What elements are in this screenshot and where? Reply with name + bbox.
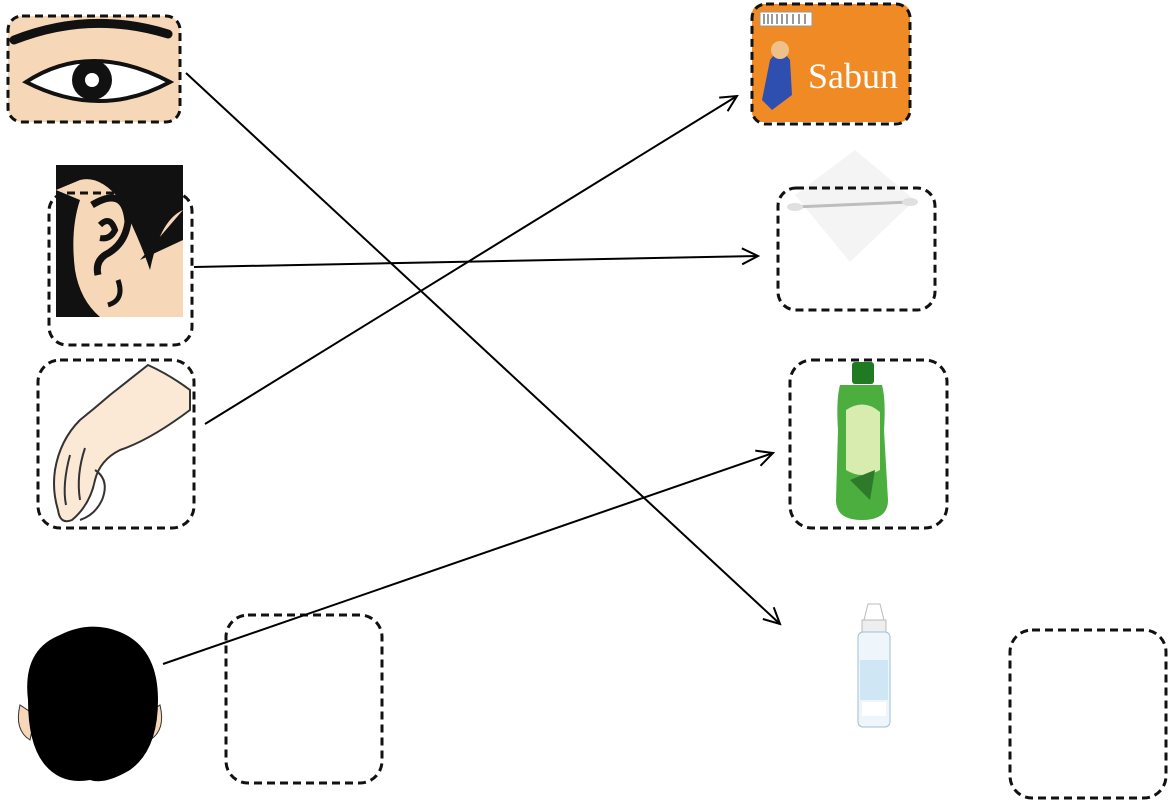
soap-label: Sabun bbox=[808, 56, 898, 96]
empty-answer-box-left bbox=[224, 613, 384, 785]
ear-icon bbox=[90, 194, 132, 276]
hand-frame bbox=[36, 358, 196, 530]
hand-icon bbox=[53, 363, 191, 523]
soap-item: Sabun bbox=[750, 2, 912, 126]
cotton-bud-frame bbox=[776, 186, 937, 312]
eye-drops-item bbox=[857, 603, 891, 728]
eye-frame bbox=[6, 14, 182, 124]
shampoo-item bbox=[788, 358, 949, 530]
hair-item bbox=[17, 626, 163, 782]
arrow-ear-to-cotton-bud bbox=[193, 256, 758, 268]
cotton-bud-icon bbox=[794, 200, 911, 209]
eyebrow bbox=[9, 18, 173, 45]
soap-bar-icon bbox=[762, 52, 792, 110]
soap-frame bbox=[750, 2, 912, 126]
shampoo-frame bbox=[788, 358, 949, 530]
arrow-hand-to-soap bbox=[204, 96, 737, 425]
ear-item bbox=[47, 165, 194, 347]
eye-item bbox=[6, 14, 182, 124]
head-hair-icon bbox=[27, 626, 158, 782]
hand-item bbox=[36, 358, 196, 530]
cotton-bud-item bbox=[776, 150, 937, 312]
arrow-eye-to-eye-drops bbox=[185, 72, 780, 624]
ear-frame bbox=[47, 191, 194, 347]
arrow-hair-to-shampoo bbox=[162, 453, 773, 665]
empty-answer-box-right bbox=[1008, 628, 1168, 800]
